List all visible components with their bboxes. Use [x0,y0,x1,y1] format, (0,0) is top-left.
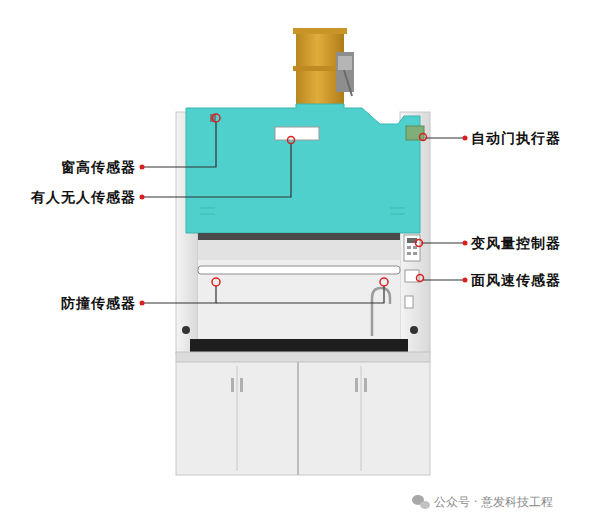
callout-label: 防撞传感器 [61,294,136,312]
sash-housing [186,104,420,233]
callout-label: 面风速传感器 [471,271,561,289]
callout-label: 有人无人传感器 [31,188,136,206]
worktop [190,339,408,352]
faucet [372,288,390,336]
callout-label: 自动门执行器 [471,129,561,147]
marker-dots [140,136,468,306]
callout-label: 变风量控制器 [471,234,561,252]
callout-label: 窗高传感器 [61,158,136,176]
base-cabinet [176,362,430,475]
vents [200,208,405,214]
exhaust-duct [293,28,354,106]
leader-lines [144,122,463,303]
sensor-rings [212,114,427,286]
vav-controller [404,235,420,261]
door-actuator [406,126,424,140]
sash-handle [275,127,319,140]
wechat-icon [412,495,430,509]
work-chamber [198,233,400,341]
watermark: 公众号 · 意发科技工程 [434,493,553,511]
sash-bar [198,266,400,274]
